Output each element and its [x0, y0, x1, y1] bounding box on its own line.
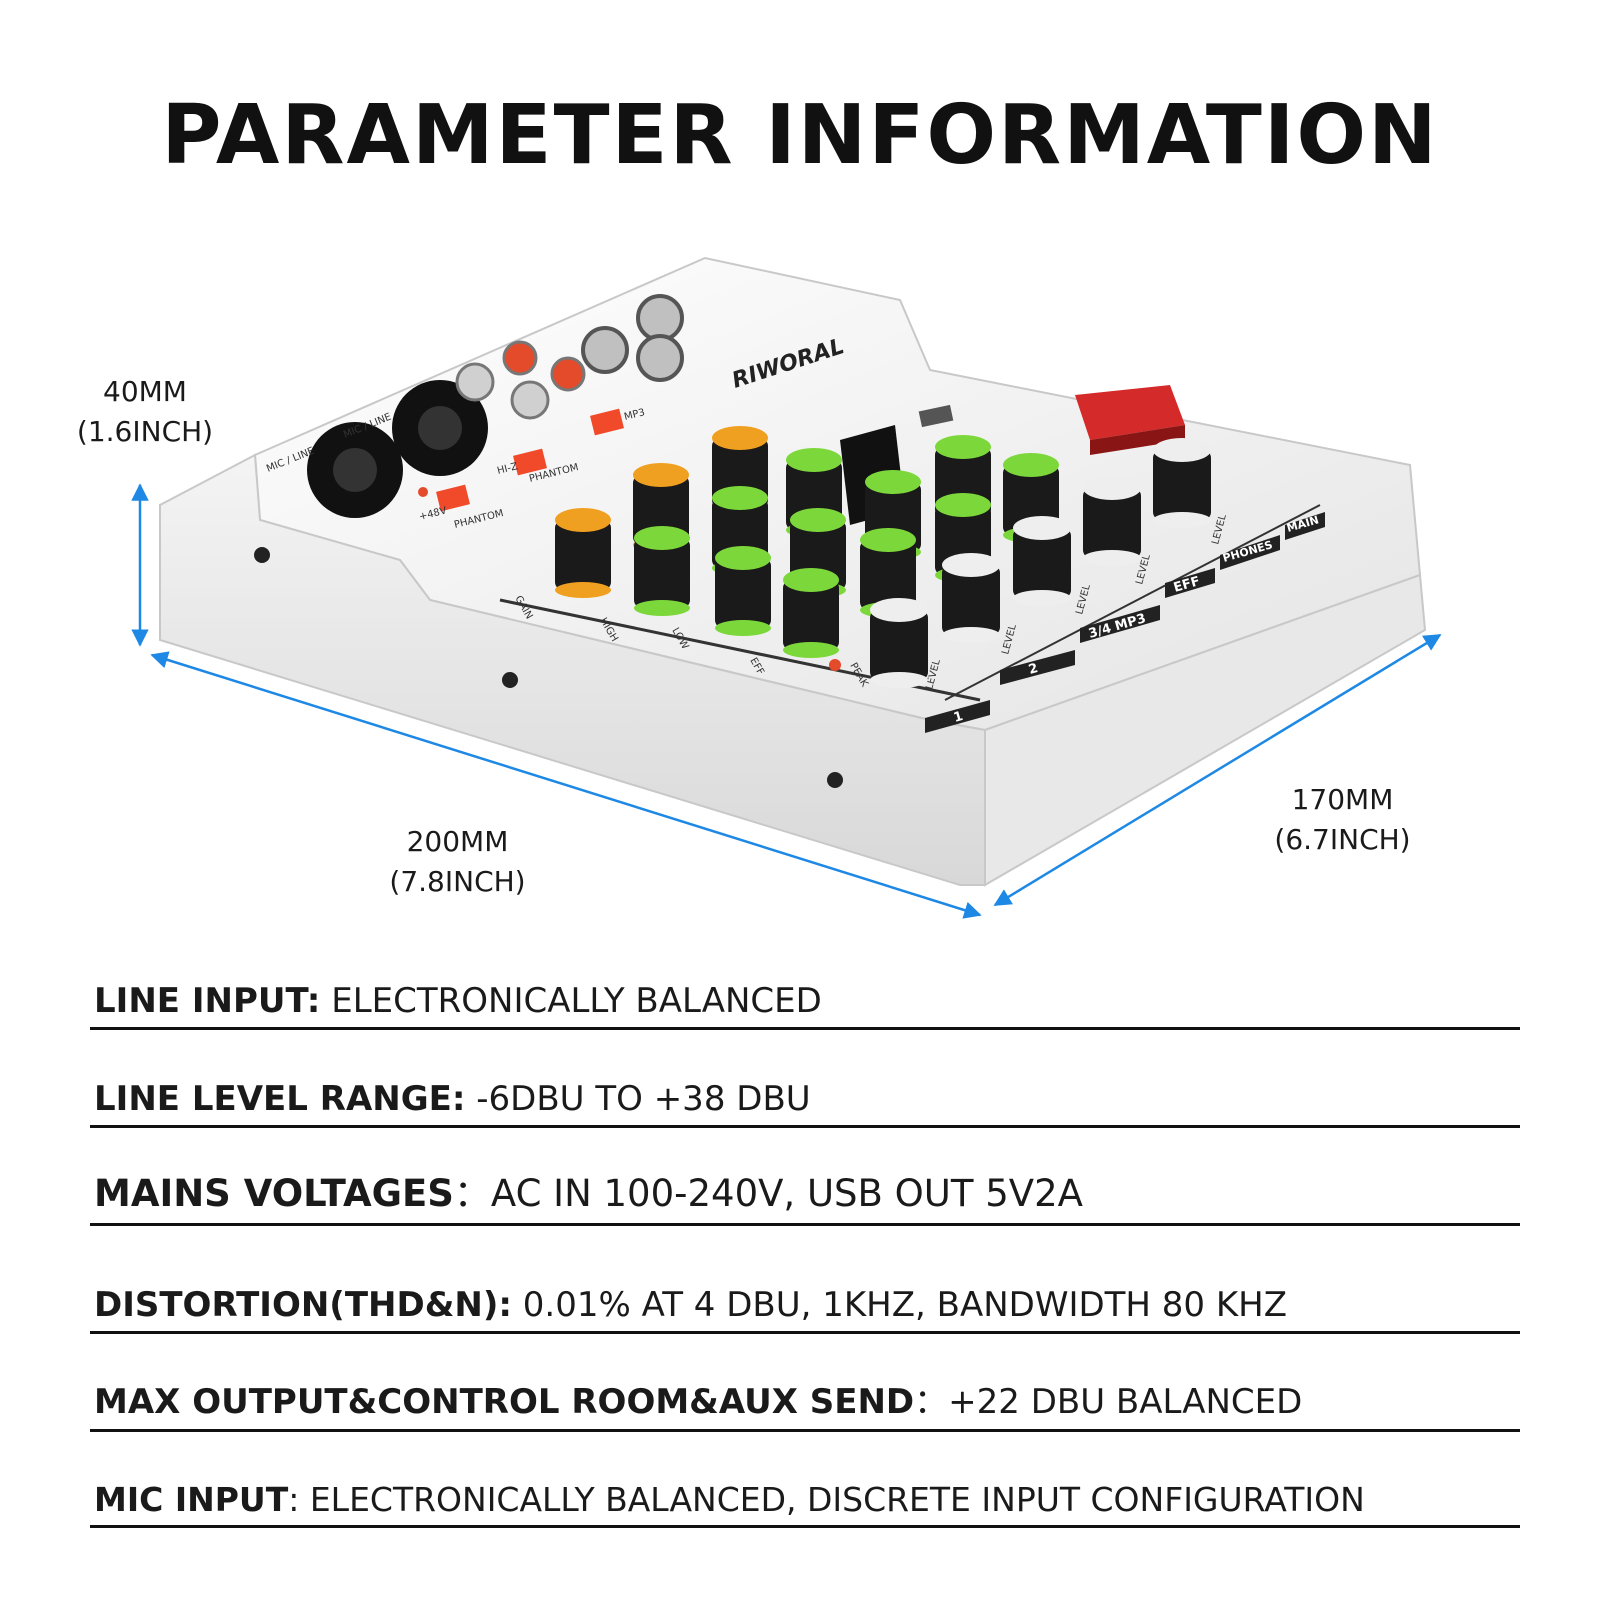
width-dimension-line	[150, 651, 982, 919]
knob-green	[634, 435, 1059, 658]
depth-mm: 170MM	[1291, 783, 1394, 816]
panel-label-ch2: 2	[1027, 661, 1040, 678]
width-inch: (7.8INCH)	[389, 865, 526, 898]
spec-label: LINE LEVEL RANGE:	[94, 1079, 466, 1119]
spec-label: DISTORTION(THD&N):	[94, 1285, 512, 1325]
spec-value: ELECTRONICALLY BALANCED	[320, 981, 822, 1021]
height-mm: 40MM	[103, 375, 187, 408]
spec-label: MAINS VOLTAGES	[94, 1172, 454, 1215]
spec-value: ：+22 DBU BALANCED	[914, 1382, 1303, 1422]
spec-row-line-input: LINE INPUT: ELECTRONICALLY BALANCED	[90, 968, 1520, 1030]
knob-white	[870, 438, 1211, 688]
spec-value: 0.01% AT 4 DBU, 1KHZ, BANDWIDTH 80 KHZ	[511, 1285, 1288, 1325]
spec-row-mic-input: MIC INPUT: ELECTRONICALLY BALANCED, DISC…	[90, 1466, 1520, 1528]
height-inch: (1.6INCH)	[76, 415, 214, 448]
panel-label-ch1: 1	[952, 709, 965, 726]
spec-label: MAX OUTPUT&CONTROL ROOM&AUX SEND	[94, 1382, 915, 1422]
spec-value: : ELECTRONICALLY BALANCED, DISCRETE INPU…	[288, 1480, 1365, 1519]
panel-label-eff: EFF	[1172, 574, 1202, 596]
depth-dimension-line	[993, 633, 1442, 907]
spec-value: ：AC IN 100-240V, USB OUT 5V2A	[453, 1172, 1083, 1215]
knobs	[418, 426, 1211, 688]
panel-label-mp3: MP3	[623, 407, 646, 423]
width-dimension-label: 200MM (7.8INCH)	[370, 822, 545, 902]
spec-row-max-output: MAX OUTPUT&CONTROL ROOM&AUX SEND：+22 DBU…	[90, 1370, 1520, 1432]
spec-row-distortion: DISTORTION(THD&N): 0.01% AT 4 DBU, 1KHZ,…	[90, 1272, 1520, 1334]
panel-label-hiz: HI-Z	[496, 461, 519, 477]
spec-label: LINE INPUT:	[94, 981, 321, 1021]
depth-inch: (6.7INCH)	[1274, 823, 1411, 856]
spec-row-line-level-range: LINE LEVEL RANGE: -6DBU TO +38 DBU	[90, 1066, 1520, 1128]
depth-dimension-label: 170MM (6.7INCH)	[1255, 780, 1430, 860]
width-mm: 200MM	[406, 825, 509, 858]
spec-row-mains-voltages: MAINS VOLTAGES：AC IN 100-240V, USB OUT 5…	[90, 1164, 1520, 1226]
spec-value: -6DBU TO +38 DBU	[465, 1079, 811, 1119]
page-title: PARAMETER INFORMATION	[161, 88, 1439, 183]
height-dimension-label: 40MM (1.6INCH)	[60, 372, 230, 452]
spec-label: MIC INPUT	[94, 1480, 289, 1519]
